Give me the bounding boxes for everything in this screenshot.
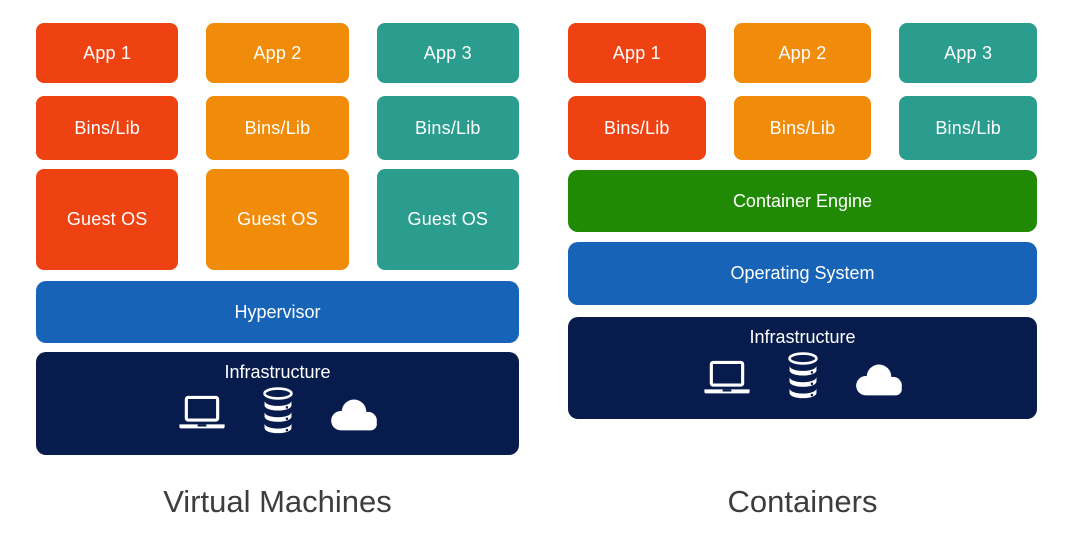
ct-app1-box: App 1 <box>568 23 706 83</box>
vm-guestos1-box: Guest OS <box>36 169 179 270</box>
vm-guestos3-box: Guest OS <box>376 169 519 270</box>
vm-app1-box: App 1 <box>36 23 179 83</box>
cloud-icon <box>330 399 377 431</box>
vm-guestos-row: Guest OS Guest OS Guest OS <box>36 169 519 270</box>
vm-bins-row: Bins/Lib Bins/Lib Bins/Lib <box>36 96 519 160</box>
laptop-icon <box>703 360 750 394</box>
vm-guestos2-box: Guest OS <box>206 169 349 270</box>
ct-bins1-box: Bins/Lib <box>568 96 706 160</box>
ct-infrastructure-icons <box>698 352 908 399</box>
database-icon <box>787 352 818 399</box>
vm-bins3-box: Bins/Lib <box>376 96 519 160</box>
hypervisor-bar: Hypervisor <box>36 281 519 343</box>
container-engine-bar: Container Engine <box>568 170 1037 232</box>
vm-app-row: App 1 App 2 App 3 <box>36 23 519 83</box>
vm-infrastructure-bar: Infrastructure <box>36 352 519 455</box>
vm-infrastructure-label: Infrastructure <box>224 362 331 382</box>
vm-app2-box: App 2 <box>206 23 349 83</box>
ct-app3-box: App 3 <box>899 23 1037 83</box>
operating-system-bar: Operating System <box>568 242 1037 305</box>
ct-infrastructure-label: Infrastructure <box>749 327 856 347</box>
ct-infrastructure-bar: Infrastructure <box>568 317 1037 419</box>
virtual-machines-caption: Virtual Machines <box>163 484 392 519</box>
vm-app3-box: App 3 <box>376 23 519 83</box>
laptop-icon <box>178 395 225 429</box>
ct-bins3-box: Bins/Lib <box>899 96 1037 160</box>
containers-caption: Containers <box>727 484 878 519</box>
ct-bins-row: Bins/Lib Bins/Lib Bins/Lib <box>568 96 1037 160</box>
virtual-machines-panel: App 1 App 2 App 3 Bins/Lib Bins/Lib Bins… <box>36 0 519 522</box>
containers-panel: App 1 App 2 App 3 Bins/Lib Bins/Lib Bins… <box>568 0 1037 522</box>
ct-app-row: App 1 App 2 App 3 <box>568 23 1037 83</box>
cloud-icon <box>855 364 902 396</box>
ct-app2-box: App 2 <box>733 23 872 83</box>
database-icon <box>262 387 293 434</box>
vm-bins2-box: Bins/Lib <box>206 96 349 160</box>
ct-bins2-box: Bins/Lib <box>733 96 872 160</box>
vm-infrastructure-icons <box>173 387 383 434</box>
vm-bins1-box: Bins/Lib <box>36 96 179 160</box>
